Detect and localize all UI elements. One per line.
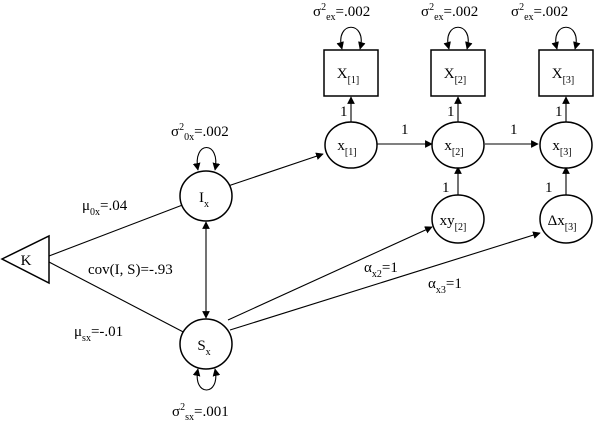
node-dx3: Δx[3] [539,194,593,244]
loop-X2 [443,26,473,50]
node-xy2-label: xy[2] [440,213,467,233]
node-k-label: K [21,253,32,269]
node-X1-label: X[1] [337,66,360,86]
node-ix-label: Ix [199,190,209,210]
loop-X1 [336,26,366,50]
node-X3: X[3] [538,49,594,97]
parameter-labels: σ2ex=.002 σ2ex=.002 σ2ex=.002 σ20x=.002 … [74,2,568,422]
edge-sx-dx3 [229,231,541,331]
node-X2: X[2] [430,49,486,97]
node-x3: x[3] [539,121,593,169]
label-sigma-ex-1: σ2ex=.002 [313,2,370,23]
node-x2-label: x[2] [444,138,463,158]
node-sx-label: Sx [197,338,210,358]
edges [48,26,581,391]
label-one-x3-X3: 1 [555,104,563,120]
node-X3-label: X[3] [552,66,575,86]
loop-sx [192,368,221,391]
edge-sx-xy2 [227,226,433,321]
label-one-x2-X2: 1 [447,104,455,120]
label-sigma-sx: σ2sx=.001 [172,402,229,422]
label-alpha-x2: αx2=1 [364,260,398,280]
node-dx3-label: Δx[3] [548,213,577,233]
node-ix: Ix [179,170,233,222]
nodes: K Ix Sx x[1] x[2] x[3] X[1] [0,49,594,370]
label-mu-sx: μsx=-.01 [74,324,123,344]
edge-k-sx [48,261,192,337]
node-x1-label: x[1] [337,138,356,158]
loop-ix [192,146,221,171]
node-x3-label: x[3] [552,138,571,158]
label-mu-0x: μ0x=.04 [82,198,128,218]
loop-X3 [551,26,581,50]
label-cov: cov(I, S)=-.93 [88,262,173,278]
label-sigma-0x: σ20x=.002 [171,122,229,143]
node-xy2: xy[2] [431,194,485,244]
label-one-x1-x2: 1 [401,122,409,138]
node-k: K [0,234,50,285]
node-x2: x[2] [431,121,485,169]
node-X2-label: X[2] [444,66,467,86]
edge-ix-x1 [227,152,324,187]
label-alpha-x3: αx3=1 [428,276,462,296]
label-sigma-ex-3: σ2ex=.002 [511,2,568,23]
node-sx: Sx [179,318,233,370]
label-sigma-ex-2: σ2ex=.002 [421,2,478,23]
edge-k-ix [48,199,194,257]
label-one-x1-X1: 1 [340,104,348,120]
node-x1: x[1] [324,121,378,169]
node-X1: X[1] [323,49,379,97]
label-one-dx3-x3: 1 [545,180,553,196]
label-one-x2-x3: 1 [510,122,518,138]
label-one-xy2-x2: 1 [442,180,450,196]
